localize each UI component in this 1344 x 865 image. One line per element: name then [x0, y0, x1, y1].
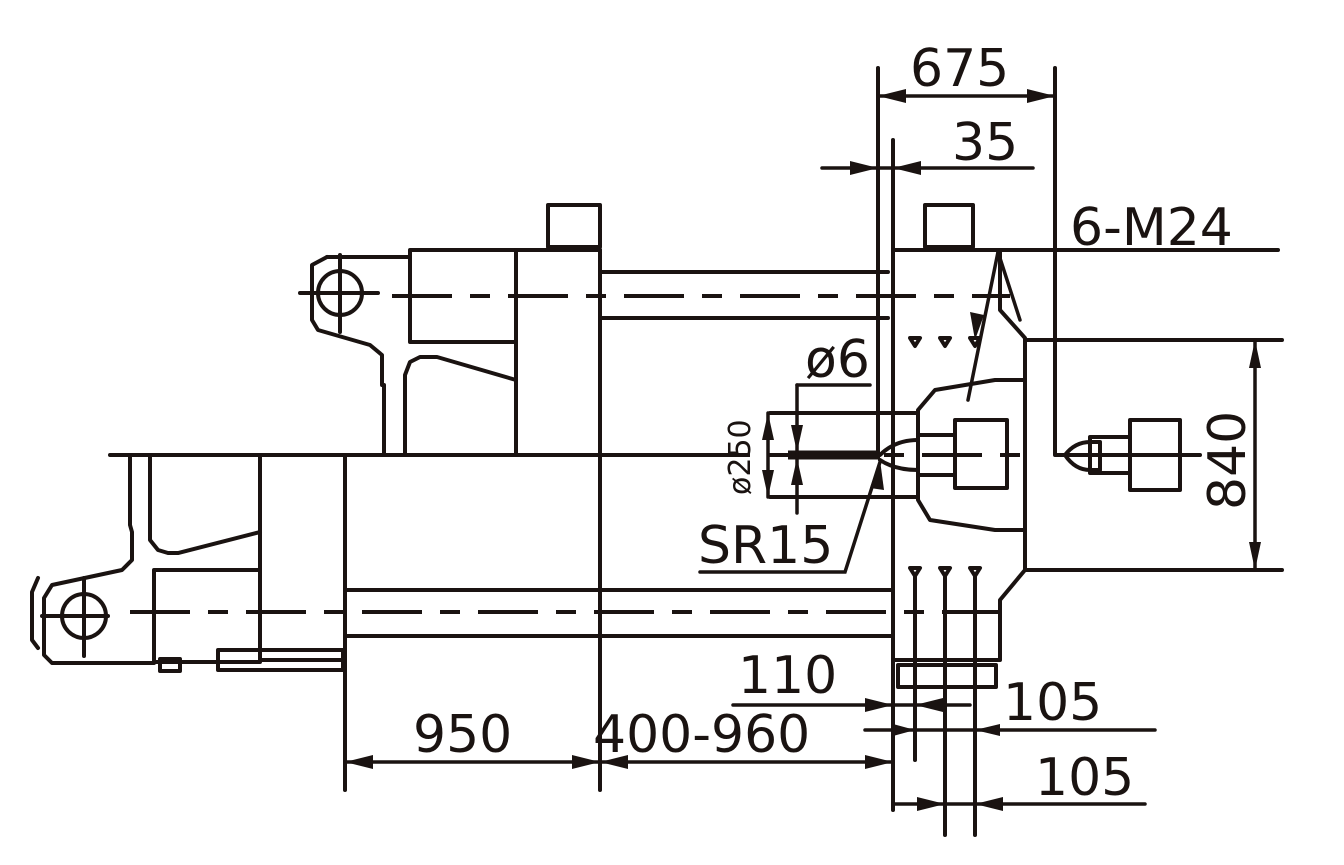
dimension-400-960: 400-960	[593, 705, 893, 769]
dimension-phi250: ø250	[723, 411, 774, 499]
svg-text:ø250: ø250	[723, 419, 758, 495]
upper-toggle-assembly	[298, 203, 1010, 457]
svg-text:675: 675	[910, 39, 1009, 99]
dimension-840: 840	[1198, 338, 1261, 572]
dimension-phi6: ø6	[791, 330, 872, 515]
svg-text:105: 105	[1035, 748, 1134, 808]
svg-text:6-M24: 6-M24	[1070, 198, 1233, 258]
svg-text:ø6: ø6	[805, 330, 870, 390]
svg-text:950: 950	[413, 705, 512, 765]
dimension-675: 675	[876, 39, 1057, 103]
dimension-105-lower: 105	[891, 748, 1147, 811]
leader-sr15: SR15	[698, 460, 884, 576]
dimension-110: 110	[731, 646, 972, 712]
svg-text:35: 35	[952, 113, 1018, 173]
svg-text:SR15: SR15	[698, 516, 833, 576]
svg-text:110: 110	[738, 646, 837, 706]
dimension-35: 35	[820, 113, 1035, 175]
svg-text:840: 840	[1198, 411, 1258, 510]
svg-text:105: 105	[1003, 673, 1102, 733]
lower-toggle-assembly	[30, 453, 1010, 792]
svg-text:400-960: 400-960	[593, 705, 810, 765]
leader-6-m24: 6-M24	[966, 198, 1233, 402]
dimension-105-upper: 105	[863, 673, 1157, 736]
